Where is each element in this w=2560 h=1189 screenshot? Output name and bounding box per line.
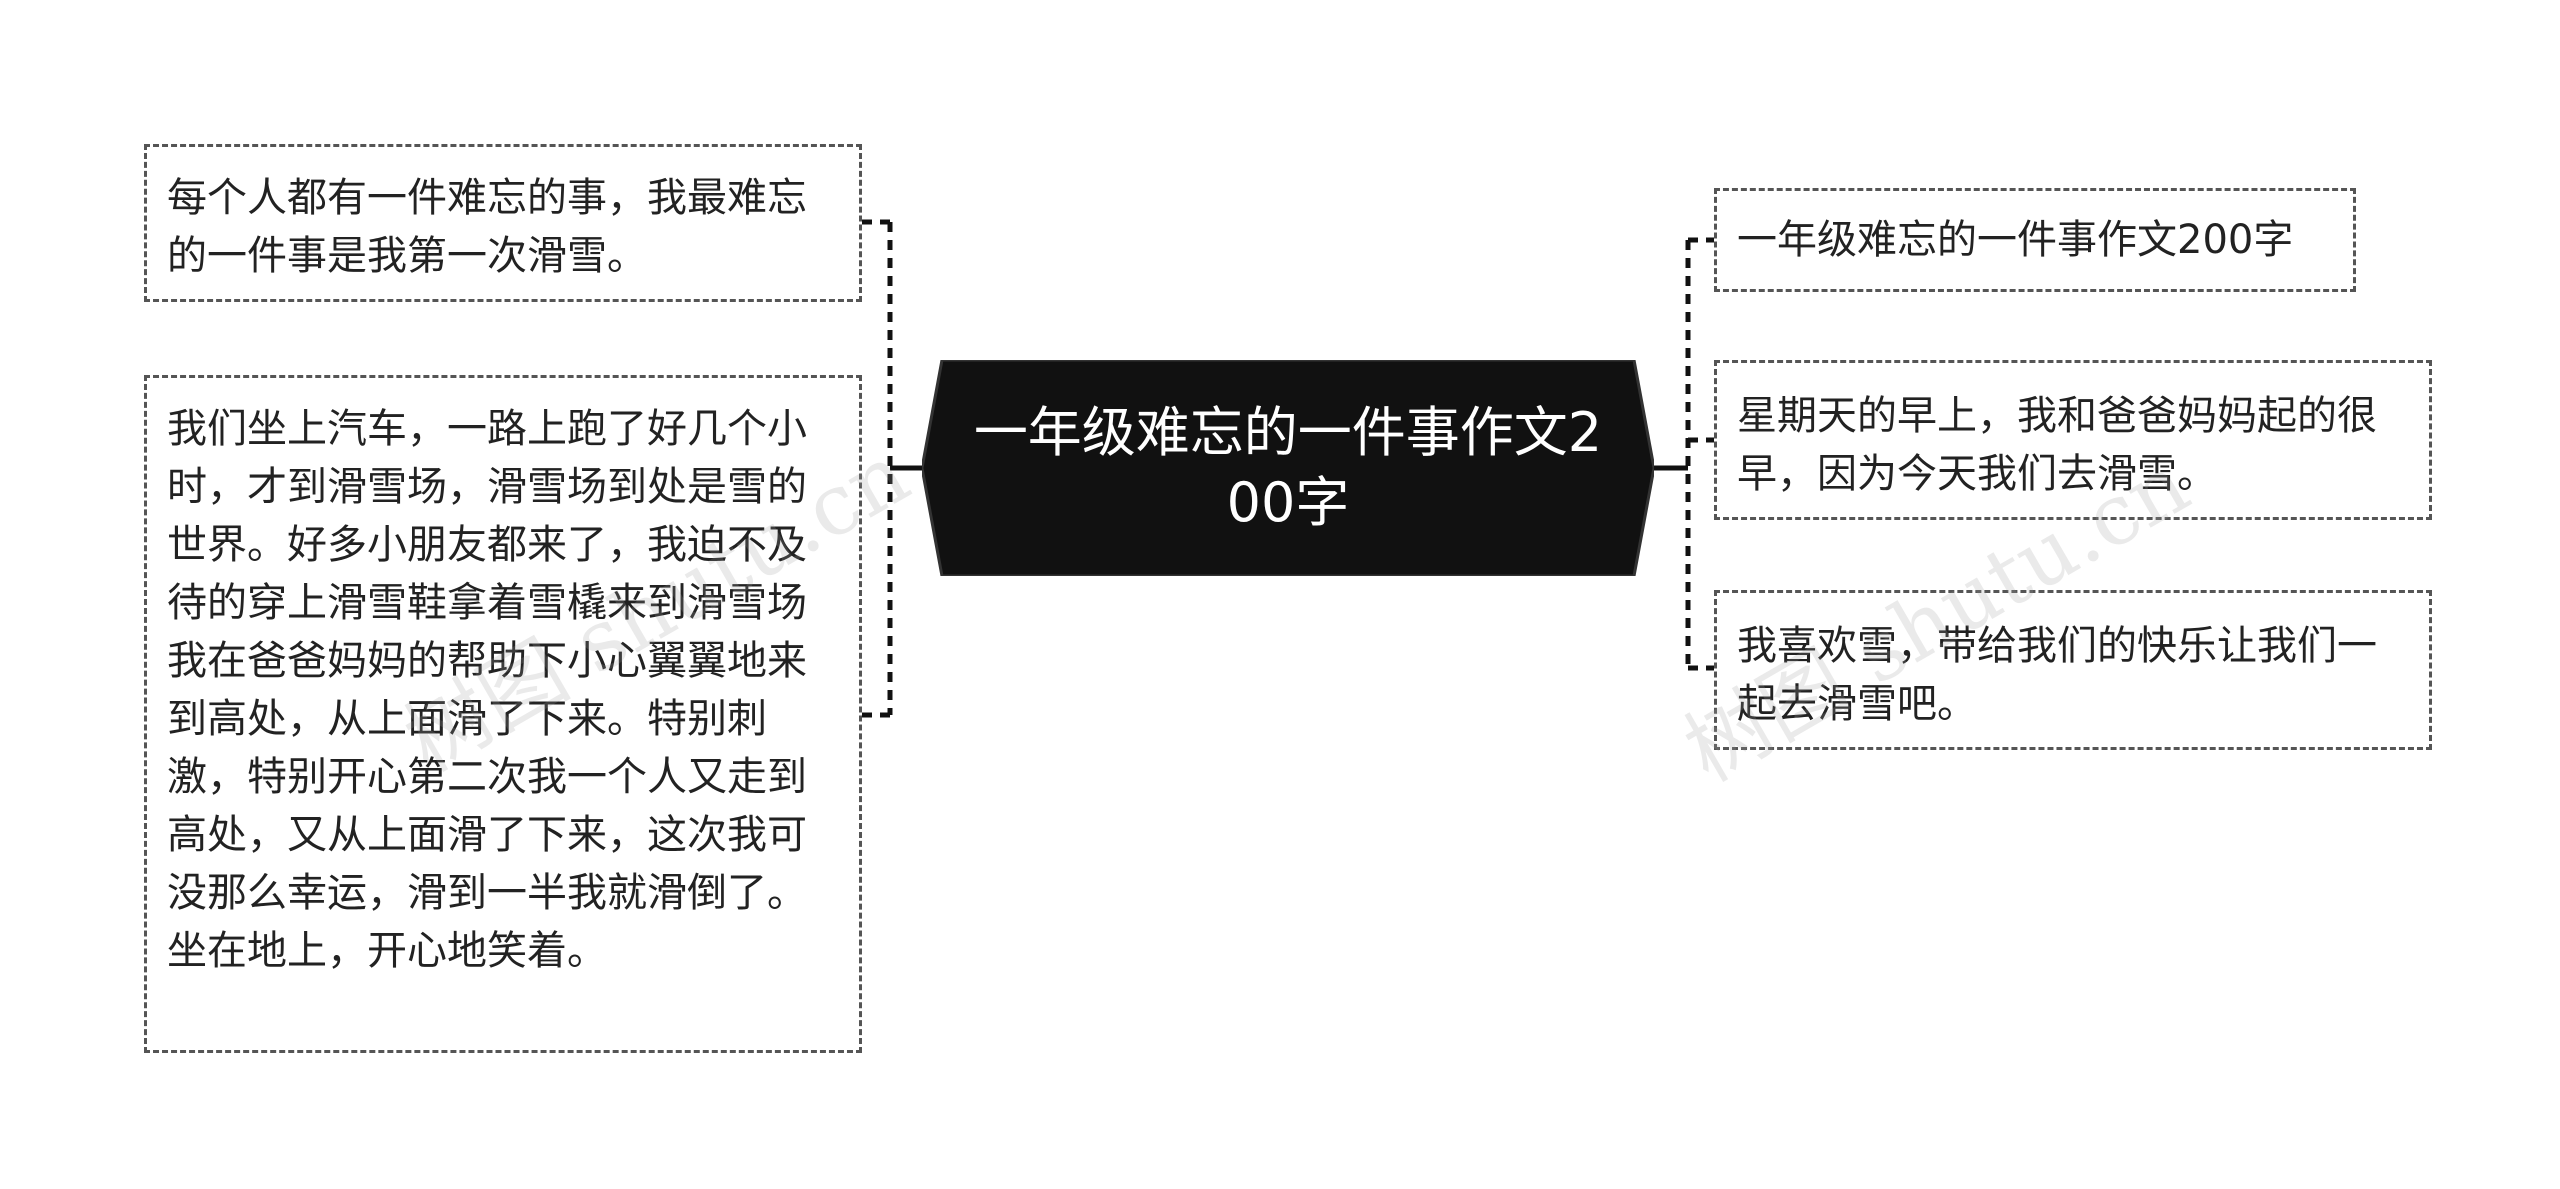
right-node-2-text: 星期天的早上，我和爸爸妈妈起的很早，因为今天我们去滑雪。 [1737, 393, 2377, 497]
right-node-1-text: 一年级难忘的一件事作文200字 [1737, 217, 2294, 263]
left-node-2[interactable]: 我们坐上汽车，一路上跑了好几个小时，才到滑雪场，滑雪场到处是雪的世界。好多小朋友… [144, 375, 862, 1053]
center-topic-node[interactable]: 一年级难忘的一件事作文200字 [922, 360, 1654, 576]
right-node-2[interactable]: 星期天的早上，我和爸爸妈妈起的很早，因为今天我们去滑雪。 [1714, 360, 2432, 520]
left-node-2-text: 我们坐上汽车，一路上跑了好几个小时，才到滑雪场，滑雪场到处是雪的世界。好多小朋友… [167, 406, 807, 974]
center-topic-label: 一年级难忘的一件事作文200字 [973, 401, 1603, 534]
left-node-1[interactable]: 每个人都有一件难忘的事，我最难忘的一件事是我第一次滑雪。 [144, 144, 862, 302]
right-node-3[interactable]: 我喜欢雪，带给我们的快乐让我们一起去滑雪吧。 [1714, 590, 2432, 750]
left-node-1-text: 每个人都有一件难忘的事，我最难忘的一件事是我第一次滑雪。 [167, 175, 807, 279]
right-node-3-text: 我喜欢雪，带给我们的快乐让我们一起去滑雪吧。 [1737, 623, 2377, 727]
center-hexagon-shape [922, 360, 1654, 576]
right-node-1[interactable]: 一年级难忘的一件事作文200字 [1714, 188, 2356, 292]
